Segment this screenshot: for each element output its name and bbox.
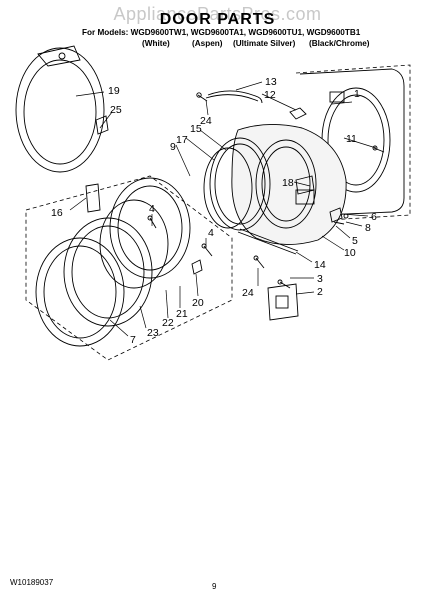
rod-14 [237,228,299,255]
callout-17: 17 [176,134,188,146]
callout-13: 13 [265,76,277,88]
wire-harness-part [205,90,263,104]
callout-3: 3 [317,273,323,285]
callout-12: 12 [264,89,276,101]
door-assembly-outline [25,175,233,361]
document-number: W10189037 [10,578,54,587]
callout-5: 5 [352,235,358,247]
callout-4-upper: 4 [149,203,155,215]
door-seal-15 [203,147,253,229]
callout-18: 18 [282,177,294,189]
callout-7: 7 [130,334,136,346]
leader-lines [69,81,377,337]
callout-10: 10 [344,247,356,259]
callout-15: 15 [190,123,202,135]
part-18 [295,175,315,195]
callout-16: 16 [51,207,63,219]
callout-14: 14 [314,259,326,271]
screw-4-lower [201,243,213,257]
variant-white: (White) [142,39,170,48]
callout-24-upper: 24 [200,115,212,127]
watermark: AppliancePartsPros.com [113,4,322,24]
callout-21: 21 [176,308,188,320]
door-glass [99,199,169,289]
variant-black-chrome: (Black/Chrome) [309,39,370,48]
callout-9: 9 [170,141,176,153]
door-trim-ring [63,217,153,327]
page-number: 9 [212,582,217,591]
callout-24-lower: 24 [242,287,254,299]
door-inner-ring [109,177,191,279]
callout-4-lower: 4 [208,227,214,239]
door-gasket-17 [209,137,271,231]
screw-24-top [196,92,208,102]
callout-labels: 1 2 3 4 4 5 6 7 8 9 10 11 12 13 14 15 16… [51,76,377,346]
clip-20 [191,259,203,275]
hinge-bracket-12 [289,107,307,120]
callout-6: 6 [371,211,377,223]
inner-door-panel [231,123,347,245]
callout-1: 1 [354,88,360,100]
door-outer-ring [35,237,125,347]
variant-aspen: (Aspen) [192,39,223,48]
callout-25: 25 [110,104,122,116]
callout-20: 20 [192,297,204,309]
page-title: DOOR PARTS [159,11,276,28]
strike-plate-2 [267,283,299,321]
screw-3 [277,279,291,289]
screw-11 [372,145,385,153]
door-hinge-16 [85,183,101,213]
callout-2: 2 [317,286,323,298]
screw-24-lower [253,255,265,269]
callout-11: 11 [346,133,357,145]
callout-23: 23 [147,327,159,339]
variant-ultimate-silver: (Ultimate Silver) [233,39,296,48]
callout-8: 8 [365,222,371,234]
cabinet-front-panel [295,64,411,223]
callout-19: 19 [108,85,120,97]
door-outer-frame [15,45,109,173]
callout-22: 22 [162,317,174,329]
models-line: For Models: WGD9600TW1, WGD9600TA1, WGD9… [82,28,361,37]
